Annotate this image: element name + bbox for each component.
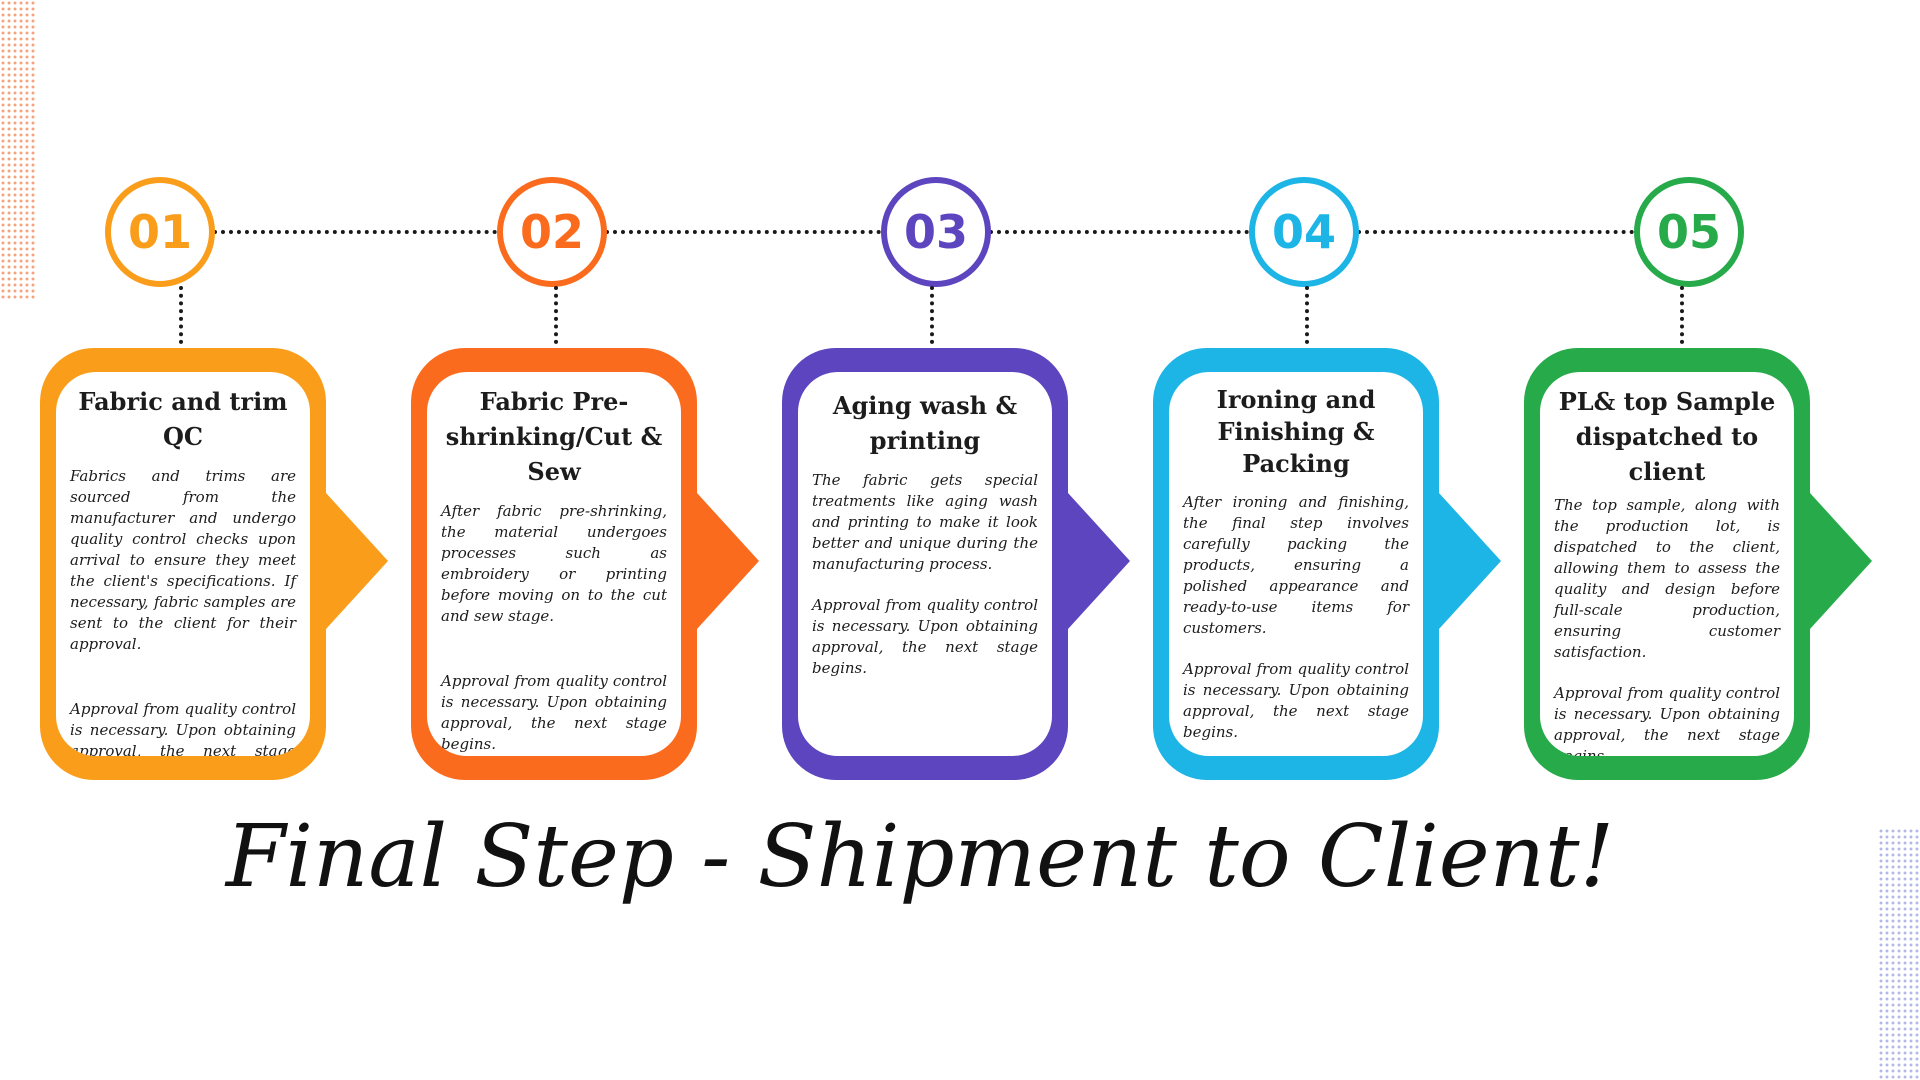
step-1-number-circle: 01 [105,177,215,287]
step-4-card: Ironing and Finishing & Packing After ir… [1153,348,1501,780]
step-5-description: The top sample, along with the productio… [1554,496,1780,661]
decorative-dot-pattern-top-left [0,0,36,300]
step-5-card-body: PL& top Sample dispatched to client The … [1540,372,1794,756]
step-5-approval-note: Approval from quality control is necessa… [1554,684,1780,756]
step-5-title: PL& top Sample dispatched to client [1558,387,1776,486]
final-step-heading: Final Step - Shipment to Client! [225,807,1615,907]
timeline-connector-2-3 [605,230,881,234]
step-1-approval-note: Approval from quality control is necessa… [70,700,296,756]
step-1-title: Fabric and trim QC [78,387,288,451]
step-3-number-circle: 03 [881,177,991,287]
step-4-number: 04 [1271,205,1336,259]
step-2-approval-note: Approval from quality control is necessa… [441,672,667,753]
step-2-title: Fabric Pre-shrinking/Cut & Sew [445,387,663,486]
step-5-connector-line [1680,286,1684,344]
step-5-number: 05 [1656,205,1721,259]
step-4-description: After ironing and finishing, the final s… [1183,493,1409,637]
step-3-card: Aging wash & printing The fabric gets sp… [782,348,1130,780]
step-3-card-body: Aging wash & printing The fabric gets sp… [798,372,1052,756]
step-1-card: Fabric and trim QC Fabrics and trims are… [40,348,388,780]
step-4-approval-note: Approval from quality control is necessa… [1183,660,1409,741]
step-1-card-body: Fabric and trim QC Fabrics and trims are… [56,372,310,756]
timeline-connector-4-5 [1357,230,1634,234]
step-2-number-circle: 02 [497,177,607,287]
step-4-card-body: Ironing and Finishing & Packing After ir… [1169,372,1423,756]
step-2-number: 02 [519,205,584,259]
step-1-number: 01 [127,205,192,259]
step-5-card: PL& top Sample dispatched to client The … [1524,348,1872,780]
step-3-approval-note: Approval from quality control is necessa… [812,596,1038,677]
step-1-connector-line [179,286,183,344]
step-1-description: Fabrics and trims are sourced from the m… [70,467,296,653]
step-3-number: 03 [903,205,968,259]
step-3-connector-line [930,286,934,344]
timeline-connector-3-4 [989,230,1249,234]
step-2-card: Fabric Pre-shrinking/Cut & Sew After fab… [411,348,759,780]
timeline-connector-1-2 [213,230,497,234]
step-4-number-circle: 04 [1249,177,1359,287]
step-4-title: Ironing and Finishing & Packing [1216,385,1376,478]
step-3-title: Aging wash & printing [832,391,1018,455]
step-5-number-circle: 05 [1634,177,1744,287]
step-2-description: After fabric pre-shrinking, the material… [441,502,667,625]
step-2-card-body: Fabric Pre-shrinking/Cut & Sew After fab… [427,372,681,756]
step-3-description: The fabric gets special treatments like … [812,471,1038,573]
decorative-dot-pattern-bottom-right [1878,828,1920,1080]
step-2-connector-line [554,286,558,344]
step-4-connector-line [1305,286,1309,344]
